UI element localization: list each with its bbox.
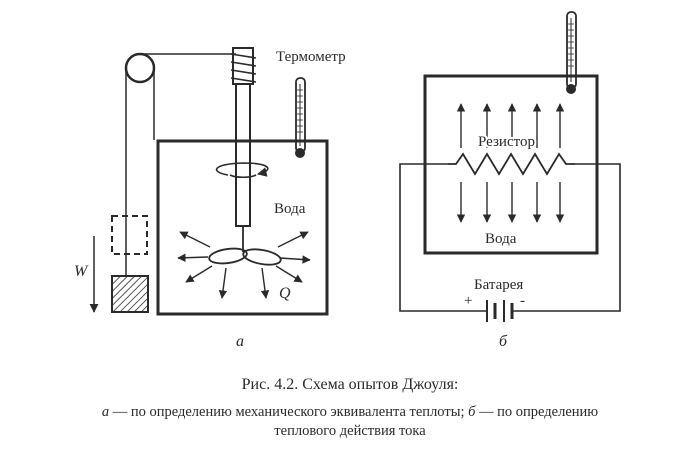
thermometer-right	[566, 11, 577, 94]
resistor	[448, 152, 575, 176]
thermometer-left	[295, 77, 306, 158]
heat-flow-arrows-down	[456, 182, 565, 223]
shaft-winding	[230, 53, 257, 83]
figure-caption-line1: а — по определению механического эквивал…	[0, 404, 700, 421]
falling-weight	[111, 275, 149, 313]
caption-text-a: — по определению механического эквивален…	[109, 404, 469, 420]
water-label-left: Вода	[274, 201, 306, 217]
water-tank-left	[156, 139, 329, 316]
circuit-wire	[399, 163, 621, 312]
caption-text-b: — по определению	[475, 404, 599, 420]
resistor-label: Резистор	[478, 134, 535, 150]
heat-label: Q	[279, 285, 291, 302]
weight-initial-position	[111, 215, 148, 255]
pulley	[124, 52, 156, 84]
figure-caption-title: Рис. 4.2. Схема опытов Джоуля:	[241, 376, 459, 393]
water-label-right: Вода	[485, 231, 517, 247]
thermometer-label: Термометр	[276, 49, 346, 65]
panel-b-sublabel: б	[499, 333, 508, 350]
caption-marker-b: б	[468, 404, 476, 420]
caption-marker-a: а	[101, 404, 110, 420]
work-label: W	[74, 263, 89, 280]
battery-label: Батарея	[474, 277, 523, 293]
heat-flow-arrows-left	[177, 231, 311, 299]
mechanical-equivalent-apparatus	[89, 47, 329, 316]
battery-minus: -	[520, 293, 525, 309]
paddle-wheel	[208, 226, 282, 266]
stirrer-shaft	[235, 83, 251, 227]
battery-plus: +	[464, 293, 472, 309]
joule-heating-apparatus	[399, 11, 621, 322]
heat-flow-arrows-up	[456, 103, 565, 148]
figure-caption-line2: теплового действия тока	[274, 423, 426, 439]
rotation-arrow	[215, 162, 269, 177]
battery	[486, 300, 514, 322]
panel-a-sublabel: а	[236, 333, 244, 350]
